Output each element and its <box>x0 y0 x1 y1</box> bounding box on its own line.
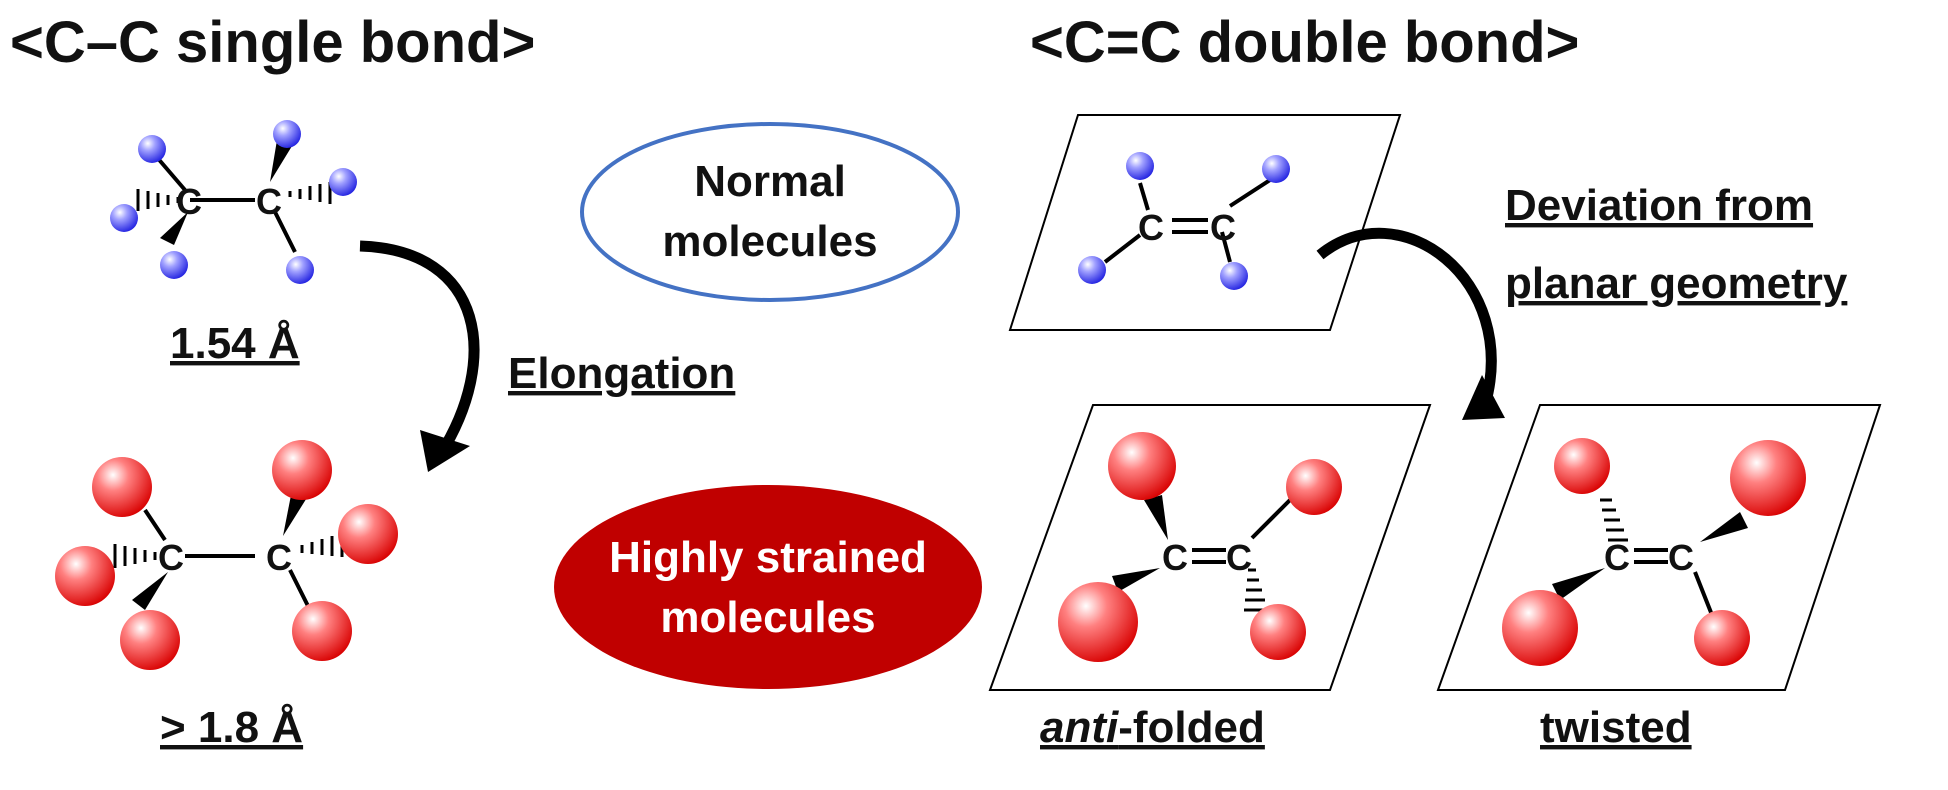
normal-molecules-legend: Normal molecules <box>580 122 960 302</box>
planar-ethylene-molecule: C C <box>1008 114 1402 331</box>
anti-folded-label: anti-folded <box>1040 703 1265 752</box>
elongation-arrow <box>359 240 480 458</box>
deviation-arrow <box>1316 227 1497 407</box>
normal-legend-line2: molecules <box>662 217 877 266</box>
strained-ethane-molecule: C C <box>55 440 398 670</box>
deviation-arrowhead <box>1462 375 1505 420</box>
strained-molecules-legend: Highly strained molecules <box>554 485 982 689</box>
strained-bond-length: > 1.8 Å <box>160 703 303 752</box>
carbon-label: C <box>1162 537 1188 578</box>
carbon-label: C <box>1138 207 1164 248</box>
carbon-label: C <box>158 537 184 578</box>
deviation-label-line1: Deviation from <box>1505 181 1813 230</box>
elongation-label: Elongation <box>508 349 735 398</box>
strained-legend-line1: Highly strained <box>609 533 927 582</box>
plane <box>1008 114 1402 331</box>
twisted-label: twisted <box>1540 703 1692 752</box>
anti-folded-ethylene-molecule: C C <box>988 404 1432 691</box>
double-bond-header: <C=C double bond> <box>1030 10 1579 75</box>
normal-legend-line1: Normal <box>694 157 846 206</box>
plane <box>988 404 1432 691</box>
carbon-label: C <box>1604 537 1630 578</box>
anti-folded-prefix: anti <box>1040 703 1119 752</box>
strained-legend-line2: molecules <box>660 593 875 642</box>
plane <box>1436 404 1882 691</box>
single-bond-header: <C–C single bond> <box>10 10 535 75</box>
carbon-label: C <box>266 537 292 578</box>
carbon-label: C <box>1210 207 1236 248</box>
normal-bond-length: 1.54 Å <box>170 319 300 368</box>
anti-folded-suffix: -folded <box>1118 703 1265 752</box>
carbon-label: C <box>1226 537 1252 578</box>
carbon-label: C <box>256 181 282 222</box>
elongation-arrowhead <box>420 430 470 472</box>
carbon-label: C <box>1668 537 1694 578</box>
carbon-label: C <box>176 181 202 222</box>
twisted-ethylene-molecule: C C <box>1436 404 1882 691</box>
normal-ethane-molecule: C C <box>110 120 357 284</box>
deviation-label-line2: planar geometry <box>1505 259 1848 308</box>
